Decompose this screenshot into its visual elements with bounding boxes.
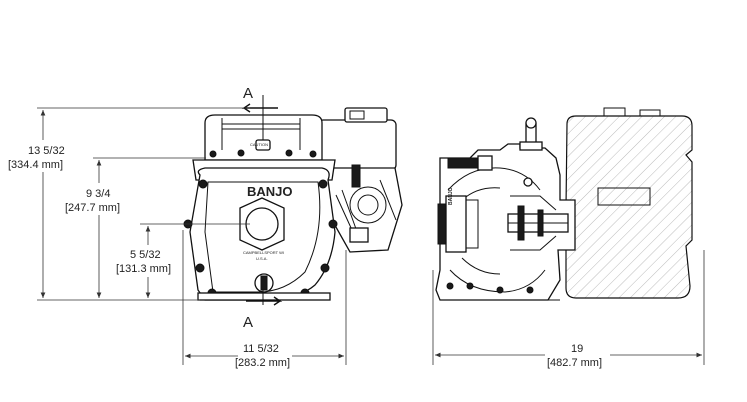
front-view: BANJO CAUTION CAMPBELLSPORT WI U.S.A. A … (183, 85, 403, 331)
section-marker-top: A (243, 85, 253, 102)
section-arrow-bottom (246, 296, 283, 306)
pump-housing (183, 167, 338, 301)
housing-brand-logo: BANJO (247, 184, 293, 199)
side-brand-label: BANJO (448, 187, 454, 205)
housing-location-text: CAMPBELLSPORT WI (243, 250, 284, 255)
housing-country-text: U.S.A. (256, 256, 268, 261)
outlet-height-imperial: 5 5/32 (130, 249, 161, 261)
pump-body-side (435, 117, 576, 301)
width-dimension (182, 230, 347, 365)
outlet-height-metric: [131.3 mm] (116, 263, 171, 275)
engine-side-block (317, 107, 403, 253)
engine-section (565, 115, 693, 299)
length-dimension (432, 250, 705, 365)
side-section-view: BANJO (435, 107, 693, 301)
housing-caution-text: CAUTION (250, 142, 268, 147)
center-height-metric: [247.7 mm] (65, 202, 120, 214)
length-metric: [482.7 mm] (547, 357, 602, 369)
width-imperial: 11 5/32 (243, 343, 279, 355)
overall-height-metric: [334.4 mm] (8, 159, 63, 171)
length-imperial: 19 (571, 343, 583, 355)
center-height-imperial: 9 3/4 (86, 188, 110, 200)
width-metric: [283.2 mm] (235, 357, 290, 369)
section-marker-bottom: A (243, 314, 253, 331)
overall-height-imperial: 13 5/32 (28, 145, 65, 157)
